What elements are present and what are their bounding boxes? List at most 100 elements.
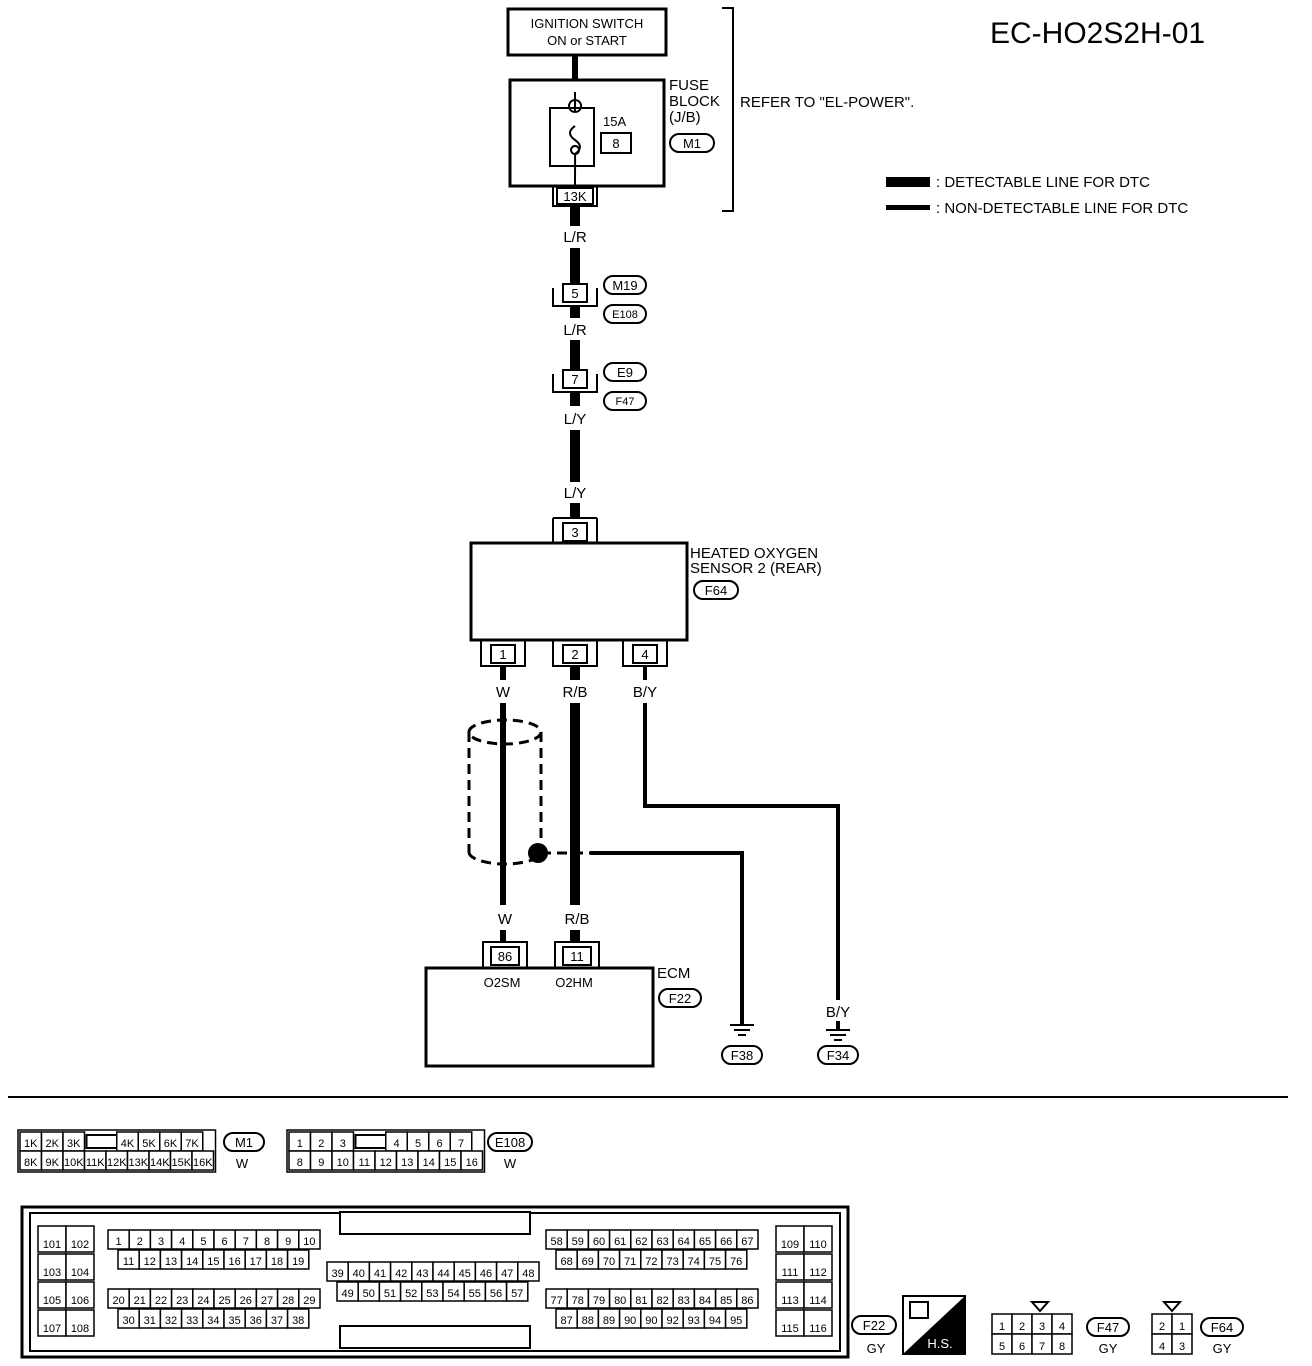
f64-r2-0: 4 (1159, 1341, 1165, 1353)
ecm-g5r1-2: 79 (593, 1295, 605, 1307)
shield-junction-dot (528, 843, 548, 863)
ecm-g4r2-4: 72 (645, 1256, 657, 1268)
ecm-g5r2-4: 90 (645, 1315, 657, 1327)
f22-view-id: F22 (863, 1318, 885, 1333)
conn_m1-r1-4: 4K (121, 1138, 135, 1150)
sensor-pin3-bracket (552, 517, 598, 542)
terminal-13k-box (556, 187, 594, 205)
ecm-g1r2-5: 16 (228, 1256, 240, 1268)
ecm-g2r1-4: 43 (416, 1268, 428, 1280)
ecm-g5r1-9: 86 (741, 1295, 753, 1307)
f47-key-icon (1029, 1301, 1051, 1313)
ecm-g5r2-5: 92 (666, 1315, 678, 1327)
ecm-signal-o2sm: O2SM (484, 975, 521, 990)
fuse-block-label-2: BLOCK (669, 93, 720, 110)
ignition-label-1: IGNITION SWITCH (531, 16, 644, 31)
ecm-g5r1-1: 78 (572, 1295, 584, 1307)
sensor-pin1: 1 (499, 647, 506, 662)
ecm-pin86: 86 (498, 949, 512, 964)
ecm-g2r2-6: 55 (469, 1288, 481, 1300)
fuse-rating: 15A (603, 114, 626, 129)
ecm-right-0-1: 110 (809, 1239, 827, 1251)
ecm-g2r2-1: 50 (363, 1288, 375, 1300)
joint2-conn-a: E9 (617, 365, 633, 380)
hs-symbol (902, 1295, 966, 1355)
fuse-number-box (600, 132, 632, 154)
ecm-g5r2-0: 87 (560, 1315, 572, 1327)
ecm-g1r1-0: 1 (116, 1236, 122, 1248)
f64-r2-1-cell (1171, 1333, 1193, 1355)
conn_e108-latch (354, 1134, 389, 1149)
ecm-g4r1-9-cell (736, 1229, 759, 1250)
conn_m1-r2-0: 8K (24, 1157, 38, 1169)
f64-r2-1: 3 (1179, 1341, 1185, 1353)
conn_e108-r1-1: 2 (318, 1138, 324, 1150)
terminal-13k: 13K (563, 189, 586, 204)
ecm-right-0-0-cell (775, 1225, 805, 1253)
ecm-left-1-1: 104 (71, 1267, 89, 1279)
conn_e108-r2-2: 10 (337, 1157, 349, 1169)
f47-view-id: F47 (1097, 1320, 1119, 1335)
conn_m1-r2-6: 14K (150, 1157, 170, 1169)
ecm-g2r1-3: 42 (395, 1268, 407, 1280)
sensor-label-2: SENSOR 2 (REAR) (690, 560, 822, 577)
ecm-g3r2-8-cell (286, 1308, 310, 1329)
ecm-g1r1-9: 10 (303, 1236, 315, 1248)
ecm-left-0-0-cell (37, 1225, 67, 1253)
ecm-left-0-1-cell (65, 1225, 95, 1253)
conn_e108-r2-1: 9 (318, 1157, 324, 1169)
wire-label-rb-2: R/B (564, 911, 589, 928)
ecm-g1r2-6: 17 (250, 1256, 262, 1268)
ecm-g5r1-3: 80 (614, 1295, 626, 1307)
diagram-title: EC-HO2S2H-01 (990, 17, 1205, 50)
ecm-g1r2-7: 18 (271, 1256, 283, 1268)
wire-label-w-1: W (496, 684, 511, 701)
ecm-g3r1-7: 27 (261, 1295, 273, 1307)
ecm-connector-latch-bottom (339, 1325, 531, 1349)
joint2-conn-a-badge (603, 362, 647, 382)
conn_e108-r1-5: 5 (415, 1138, 421, 1150)
ground-symbol-2 (826, 1029, 850, 1041)
conn_m1-r1-5: 5K (142, 1138, 156, 1150)
ecm-g5r2-7: 94 (709, 1315, 721, 1327)
ecm-g3r2-6: 36 (250, 1315, 262, 1327)
conn_m1-r2-5: 13K (128, 1157, 148, 1169)
f64-view-id: F64 (1211, 1320, 1233, 1335)
conn_e108-r2-7: 15 (444, 1157, 456, 1169)
ecm-g1r2-2: 13 (165, 1256, 177, 1268)
ecm-g5r2-6: 93 (688, 1315, 700, 1327)
conn_m1-r1-0: 1K (24, 1138, 38, 1150)
sensor-pin3-box (562, 522, 588, 542)
f64-r1-0: 2 (1159, 1321, 1165, 1333)
ecm-g4r2-2: 70 (603, 1256, 615, 1268)
wire-by-route (643, 703, 840, 1000)
ecm-g2r1-9: 48 (522, 1268, 534, 1280)
ecm-g2r1-2: 41 (374, 1268, 386, 1280)
f47-r1-1: 2 (1019, 1321, 1025, 1333)
ecm-g2r2-8-cell (505, 1281, 529, 1302)
m1-view-id: M1 (235, 1135, 253, 1150)
ecm-g1r1-4: 5 (200, 1236, 206, 1248)
m1-view-id-badge (223, 1132, 265, 1152)
ecm-right-2-1-cell (803, 1281, 833, 1309)
ecm-left-3-1: 108 (71, 1323, 89, 1335)
ecm-g1r1-2: 3 (158, 1236, 164, 1248)
e108-view-color: W (504, 1156, 517, 1171)
conn_e108-r1-0: 1 (297, 1138, 303, 1150)
ecm-pin11-group (554, 941, 600, 968)
ground-1-badge (721, 1045, 763, 1065)
f47-r2-0: 5 (999, 1341, 1005, 1353)
ecm-g3r1-6: 26 (240, 1295, 252, 1307)
ecm-right-0-1-cell (803, 1225, 833, 1253)
ecm-g3r2-1: 31 (144, 1315, 156, 1327)
ecm-left-3-0-cell (37, 1309, 67, 1337)
conn_m1-r2-2: 10K (64, 1157, 84, 1169)
ecm-g1r1-3: 4 (179, 1236, 185, 1248)
refer-label: REFER TO "EL-POWER". (740, 94, 914, 111)
wire-label-by-2: B/Y (826, 1004, 850, 1021)
ecm-g5r2-2: 89 (603, 1315, 615, 1327)
ecm-left-1-0-cell (37, 1253, 67, 1281)
ecm-g5r1-9-cell (736, 1288, 759, 1309)
